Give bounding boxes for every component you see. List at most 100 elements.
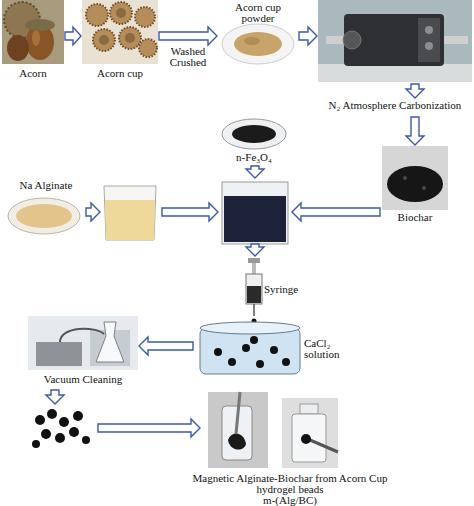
- dial: [425, 42, 433, 50]
- alginate-dish: [8, 198, 80, 234]
- content: [247, 286, 261, 303]
- acorn-photo: [2, 0, 64, 64]
- process-step: CaCl₂ solution: [194, 318, 354, 376]
- cup-center: [116, 8, 126, 18]
- furnace-body: [344, 14, 444, 66]
- photo-bg: [2, 0, 64, 64]
- black-powder: [232, 125, 276, 143]
- bead: [55, 433, 65, 443]
- cacl2-bath: [200, 319, 300, 375]
- barrel: [246, 274, 262, 304]
- beaker: [222, 182, 288, 244]
- process-step: N₂ Atmosphere Carbonization: [318, 0, 472, 116]
- bottle-neck: [300, 404, 318, 414]
- tube: [60, 329, 104, 342]
- powder-dish: [222, 24, 294, 64]
- node-label: n-Fe₃O₄: [218, 152, 290, 163]
- acorn-cup: [119, 27, 141, 49]
- node-label: Acorn cup: [82, 68, 158, 79]
- photo-bg: [282, 398, 338, 468]
- biochar-pile: [387, 166, 443, 202]
- powder: [16, 204, 72, 228]
- node-label: Biochar: [382, 212, 448, 223]
- flow-arrow: [246, 166, 264, 178]
- flow-arrow: [86, 203, 100, 221]
- bead: [32, 440, 40, 448]
- flow-arrow: [139, 337, 193, 355]
- process-step: Magnetic Alginate-Biochar from Acorn Cup…: [180, 390, 400, 506]
- dish: [222, 119, 286, 149]
- needle: [253, 304, 255, 316]
- biochar-photo: [382, 146, 448, 210]
- bead: [82, 436, 90, 444]
- acorn-cup-photo: [82, 0, 158, 64]
- node-label: Syringe: [264, 284, 310, 295]
- powder-shade: [244, 37, 260, 45]
- control-panel: [418, 18, 440, 62]
- flow-arrow: [406, 117, 424, 145]
- node-label: Magnetic Alginate-Biochar from Acorn Cup…: [180, 473, 400, 495]
- photo-bg: [382, 146, 448, 210]
- bead: [282, 358, 290, 366]
- dish: [8, 198, 80, 234]
- flow-arrow: [162, 203, 218, 221]
- syringe: [246, 258, 262, 316]
- bead: [228, 358, 236, 366]
- grain: [422, 186, 426, 190]
- bead: [250, 336, 258, 344]
- bead: [242, 344, 250, 352]
- flow-arrow: [98, 419, 200, 437]
- bead: [73, 411, 83, 421]
- acorn-cup: [93, 29, 115, 51]
- node-label: N₂ Atmosphere Carbonization: [318, 100, 472, 111]
- process-step: Acorn: [2, 0, 64, 82]
- photo-bg: [28, 316, 138, 370]
- process-step: Acorn cup: [82, 0, 158, 82]
- bead: [41, 429, 51, 439]
- node-label: Acorn cup powder: [218, 2, 298, 24]
- container: [200, 328, 300, 374]
- furnace-photo: [318, 0, 472, 82]
- bead: [69, 427, 79, 437]
- bottle: [292, 414, 326, 462]
- photo-bg: [318, 0, 472, 82]
- flow-arrow: [406, 84, 424, 98]
- flow-arrow: [299, 27, 317, 45]
- cup-center: [99, 35, 109, 45]
- node-label: Acorn: [2, 68, 64, 79]
- bead: [270, 346, 278, 354]
- bead: [214, 348, 222, 356]
- flow-arrow: [246, 244, 264, 256]
- acorn-shine: [32, 30, 40, 46]
- flask: [96, 322, 124, 362]
- node-label: Vacuum Cleaning: [28, 374, 138, 385]
- bead: [256, 360, 264, 368]
- cup-center: [125, 33, 135, 43]
- process-step: Na Alginate: [6, 180, 86, 236]
- flow-arrow: [46, 390, 64, 404]
- beaker: [104, 186, 156, 240]
- plunger: [252, 263, 256, 274]
- process-step: Acorn cup powder: [218, 2, 298, 68]
- magnetite-dish: [222, 119, 286, 149]
- process-step: Vacuum Cleaning: [28, 316, 138, 388]
- bead: [301, 434, 311, 444]
- node-label: m-(Alg/BC): [180, 495, 400, 506]
- bead-photo: [282, 398, 338, 468]
- bead: [35, 415, 45, 425]
- acorn-cup: [86, 4, 108, 26]
- surface: [200, 322, 300, 334]
- dish: [222, 24, 294, 64]
- alginate-beaker: [104, 186, 156, 240]
- photo-bg: [82, 0, 158, 64]
- process-step: Biochar: [382, 146, 448, 226]
- acorn-cup: [110, 2, 132, 24]
- plunger-top: [248, 258, 260, 263]
- node-label: Na Alginate: [6, 180, 86, 191]
- bead: [59, 417, 69, 427]
- photo-bg: [208, 392, 268, 468]
